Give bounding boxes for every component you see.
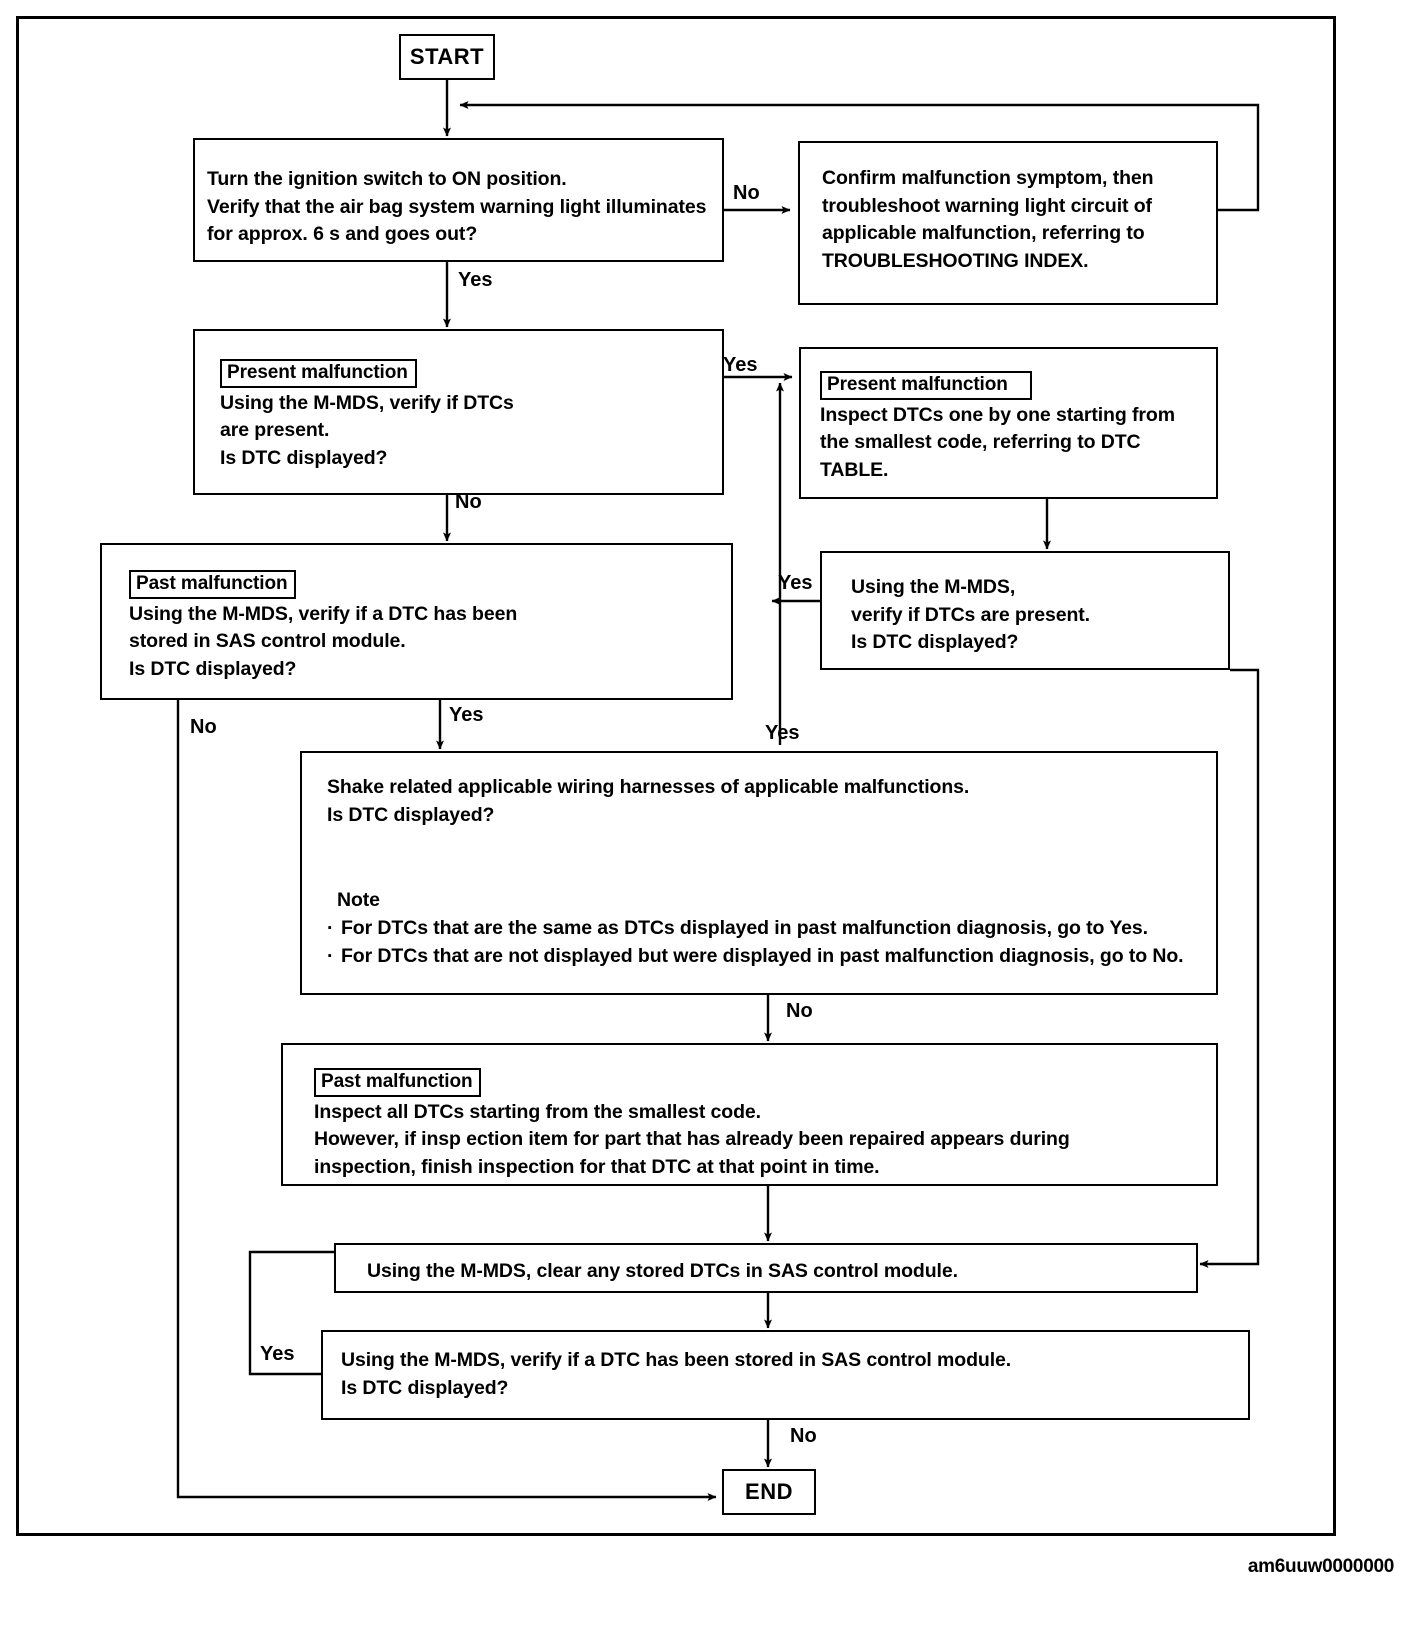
shake-line-1: Shake related applicable wiring harnesse… [327,776,970,798]
node-confirm-symptom: Confirm malfunction symptom, then troubl… [798,141,1218,305]
confirm-line-3: applicable malfunction, referring to [822,222,1145,245]
past-inspect-line-1: Inspect all DTCs starting from the small… [314,1100,761,1123]
edge-label-past-yes: Yes [449,704,484,726]
node-shake-harness: Shake related applicable wiring harnesse… [300,751,1218,995]
edge-label-final-yes: Yes [260,1343,295,1365]
clear-dtcs-line-1: Using the M-MDS, clear any stored DTCs i… [367,1260,958,1282]
past-inspect-tag: Past malfunction [314,1068,482,1097]
shake-note-item-2: ·For DTCs that are not displayed but wer… [327,944,1184,967]
edge-label-shake-up-yes: Yes [765,722,800,744]
node-clear-dtcs: Using the M-MDS, clear any stored DTCs i… [334,1243,1198,1293]
final-verify-line-2: Is DTC displayed? [341,1376,509,1399]
node-start: START [399,34,495,80]
edge-label-present-yes: Yes [723,354,758,376]
final-verify-line-1: Using the M-MDS, verify if a DTC has bee… [341,1349,1012,1371]
edge-label-ignition-no: No [733,182,760,204]
node-present-malfunction-check: Present malfunction Using the M-MDS, ver… [193,329,724,495]
present-inspect-tag: Present malfunction [820,371,1032,400]
node-end-label: END [745,1479,793,1505]
shake-note-title: Note [337,889,380,912]
present-check-line-1: Using the M-MDS, verify if DTCs [220,391,514,414]
confirm-line-4: TROUBLESHOOTING INDEX. [822,250,1089,273]
ignition-line-2: Verify that the air bag system warning l… [207,195,707,218]
past-check-line-1: Using the M-MDS, verify if a DTC has bee… [129,602,518,625]
present-check-tag: Present malfunction [220,359,417,388]
node-final-verify: Using the M-MDS, verify if a DTC has bee… [321,1330,1250,1420]
present-inspect-line-1: Inspect DTCs one by one starting from [820,403,1175,426]
past-check-tag: Past malfunction [129,570,297,599]
past-check-line-2: stored in SAS control module. [129,630,406,653]
confirm-line-2: troubleshoot warning light circuit of [822,194,1152,217]
ignition-line-1: Turn the ignition switch to ON position. [207,168,567,190]
ignition-line-3: for approx. 6 s and goes out? [207,223,478,246]
mmds-verify-line-3: Is DTC displayed? [851,631,1019,654]
edge-label-mmds-yes: Yes [778,572,813,594]
node-present-malfunction-inspect: Present malfunction Inspect DTCs one by … [799,347,1218,499]
past-inspect-line-2: However, if insp ection item for part th… [314,1128,1070,1151]
diagram-frame [16,16,1336,1536]
present-inspect-line-3: TABLE. [820,459,889,482]
present-inspect-line-2: the smallest code, referring to DTC [820,431,1141,454]
edge-label-past-no: No [190,716,217,738]
mmds-verify-line-2: verify if DTCs are present. [851,603,1090,626]
present-check-line-2: are present. [220,419,330,442]
node-past-malfunction-check: Past malfunction Using the M-MDS, verify… [100,543,733,700]
node-mmds-verify-present: Using the M-MDS, verify if DTCs are pres… [820,551,1230,670]
mmds-verify-line-1: Using the M-MDS, [851,576,1016,598]
shake-note-item-1: ·For DTCs that are the same as DTCs disp… [327,917,1148,940]
node-end: END [722,1469,816,1515]
node-ignition-check: Turn the ignition switch to ON position.… [193,138,724,262]
edge-label-final-no: No [790,1425,817,1447]
present-check-line-3: Is DTC displayed? [220,447,388,470]
past-inspect-line-3: inspection, finish inspection for that D… [314,1156,880,1179]
node-start-label: START [409,44,485,70]
edge-label-ignition-yes: Yes [458,269,493,291]
past-check-line-3: Is DTC displayed? [129,658,297,681]
edge-label-shake-no: No [786,1000,813,1022]
figure-id-watermark: am6uuw0000000 [1247,1556,1394,1577]
confirm-line-1: Confirm malfunction symptom, then [822,167,1154,189]
node-past-malfunction-inspect: Past malfunction Inspect all DTCs starti… [281,1043,1218,1186]
shake-line-2: Is DTC displayed? [327,803,495,826]
edge-label-present-no: No [455,491,482,513]
